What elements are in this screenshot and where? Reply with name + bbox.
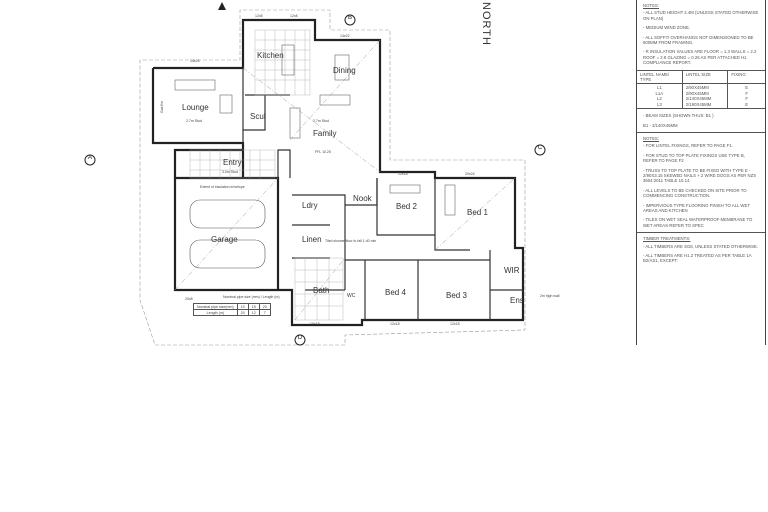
room-lounge: Lounge <box>182 103 209 112</box>
beam-value: B1 - 2/140x45mm <box>643 122 678 128</box>
note: - ALL STUD HEIGHT 2.4m (UNLESS STATED OT… <box>643 10 759 21</box>
room-wir: WIR <box>504 266 520 275</box>
stud-label: 2.7m Stud <box>186 119 202 123</box>
room-garage: Garage <box>211 235 238 244</box>
note: - FOR LINTEL FIXINGS, REFER TO PAGE F1. <box>643 143 733 149</box>
notes-heading: NOTES: <box>643 3 659 8</box>
floor-tiles <box>189 29 344 321</box>
note: - TRUSS TO TOP PLATE TO BE FIXED WITH TY… <box>643 167 757 184</box>
cell: 20 <box>236 309 249 316</box>
section-b: B <box>348 15 352 21</box>
stud-label: 3.0m Stud <box>222 170 238 174</box>
note: - MEDIUM WIND ZONE. <box>643 25 691 31</box>
pipe-table-caption: Nominal pipe size (mm) / Length (m) <box>223 295 280 299</box>
timber-heading: TIMBER TREATMENTS: <box>643 236 691 242</box>
room-nook: Nook <box>353 194 373 203</box>
cell: 12 <box>247 309 260 316</box>
room-bed2: Bed 2 <box>396 202 417 211</box>
room-family: Family <box>313 129 337 138</box>
soffit-outline <box>139 9 526 346</box>
room-bath: Bath <box>313 286 329 295</box>
note: - FOR STUD TO TOP PLATE FIXINGS USE TYPE… <box>643 152 745 164</box>
note: - IMPERVIOUS TYPE FLOORING FINISH TO ALL… <box>643 202 750 213</box>
lintel-sizes: 2/90x45mm 2/90x45mm 2/140x45mm 2/190x45m… <box>683 84 729 109</box>
dimension: 14x22 <box>340 34 350 38</box>
dimension: 20x24 <box>465 172 475 176</box>
section-d: D <box>298 335 303 341</box>
room-linen: Linen <box>302 235 322 244</box>
lintel-table: Lintel Name/ type Lintel Size Fixing L1 … <box>637 69 765 110</box>
dimension: 12x18 <box>398 172 408 176</box>
dimension: 12x18 <box>450 322 460 326</box>
notes-panel: NOTES: - ALL STUD HEIGHT 2.4m (UNLESS ST… <box>636 0 766 345</box>
car-outlines <box>189 199 266 269</box>
note: - TILES ON WET SEAL WATERPROOF MEMBRANE … <box>643 217 753 228</box>
dimension: 12x8 <box>290 14 298 18</box>
dimension: 12x8 <box>255 14 263 18</box>
lintel-names: L1 L1a L2 L3 <box>637 84 683 109</box>
shower-note: Tiled shower floor to fall 1:40 min <box>325 239 376 243</box>
stud-label: 2.7m Stud <box>313 119 329 123</box>
room-bed1: Bed 1 <box>467 208 488 217</box>
pipe-table: Nominal pipe size(mm) 10 15 20 Length (m… <box>193 303 271 316</box>
section-markers: A B C D <box>84 2 546 346</box>
lintel-header: Fixing <box>728 71 765 85</box>
room-wc: WC <box>347 293 356 299</box>
insulation-note: Extent of insulation envelope <box>200 185 245 189</box>
dimension: 10x18 <box>310 322 320 326</box>
room-bed3: Bed 3 <box>446 291 467 300</box>
room-dining: Dining <box>333 66 356 75</box>
wall-note: 2m high wall <box>540 294 560 298</box>
note: - ALL TIMBERS ARE H1.2 TREATED AS PER TA… <box>643 253 752 264</box>
furniture <box>174 44 456 216</box>
dimension: 14x24 <box>190 59 200 63</box>
note: - ALL TIMBERS ARE SG8, UNLESS STATED OTH… <box>643 243 759 249</box>
lintel-header: Lintel Size <box>682 70 729 85</box>
hip-lines <box>174 39 516 321</box>
room-bed4: Bed 4 <box>385 288 406 297</box>
note: - ALL SOFFIT OVERHANGS NOT DIMENSIONED T… <box>643 34 754 46</box>
ffl-label: FFL 10.25 <box>315 150 331 154</box>
section-c: C <box>538 145 543 151</box>
room-entry: Entry <box>223 158 242 167</box>
gas-fire-label: Gas fire <box>160 101 164 113</box>
plan-annotations: 2.7m Stud 2.7m Stud 3.0m Stud FFL 10.25 … <box>160 14 560 326</box>
cell: Length (m) <box>193 309 238 316</box>
room-ldry: Ldry <box>302 201 318 210</box>
table-row: Length (m) 20 12 7 <box>193 309 271 316</box>
lintel-fixings: E F F E <box>745 85 749 107</box>
section-a: A <box>88 155 92 161</box>
note: - R INSULATION VALUES ARE FLOOR = 1.3 WA… <box>643 49 757 66</box>
room-scul: Scul <box>250 112 266 121</box>
room-labels: Lounge Kitchen Dining Family Scul Entry … <box>182 51 524 305</box>
note: - ALL LEVELS TO BE CHECKED ON SITE PRIOR… <box>643 187 747 199</box>
beam-note: - BEAM SIZES (SHOWN THUS: B1 ) <box>643 113 714 119</box>
dimension: 12x18 <box>390 322 400 326</box>
lintel-header: Lintel Name/ type <box>637 70 683 85</box>
room-kitchen: Kitchen <box>257 51 284 60</box>
room-ens: Ens <box>510 296 524 305</box>
dimension: 20x8 <box>185 297 193 301</box>
north-label: NORTH <box>480 2 492 46</box>
interior-walls <box>242 68 523 320</box>
notes-heading-2: NOTES: <box>643 135 659 141</box>
cell: 7 <box>258 309 271 316</box>
